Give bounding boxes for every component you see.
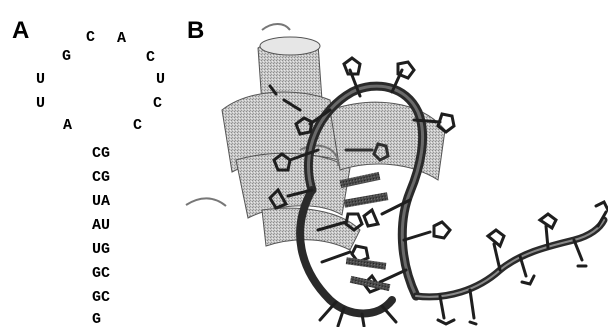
loop-nucleotide: A [117, 30, 126, 47]
protein-rna-complex-structure [186, 24, 608, 326]
panel-b-label: B [187, 17, 204, 44]
stem-base-pair: UA [92, 193, 110, 210]
loop-nucleotide: C [146, 49, 155, 66]
loop-nucleotide: U [36, 95, 45, 112]
stem-base-pair: GC [92, 289, 110, 306]
stem-base-pair: CG [92, 169, 110, 186]
loop-nucleotide: C [86, 29, 95, 46]
stem-base-pair: AU [92, 217, 110, 234]
rna-hairpin-sequence: G C A C U U U C A C CG CG UA AU UG GC GC… [36, 29, 165, 327]
loop-nucleotide: C [153, 95, 162, 112]
stem-base-pair: GC [92, 265, 110, 282]
terminal-nucleotide: G [92, 311, 101, 327]
panel-a-label: A [12, 17, 29, 44]
loop-nucleotide: U [156, 71, 165, 88]
loop-nucleotide: U [36, 71, 45, 88]
stem-base-pair: CG [92, 145, 110, 162]
loop-nucleotide: A [63, 117, 72, 134]
loop-nucleotide: G [62, 48, 71, 65]
stem-base-pair: UG [92, 241, 110, 258]
loop-nucleotide: C [133, 117, 142, 134]
